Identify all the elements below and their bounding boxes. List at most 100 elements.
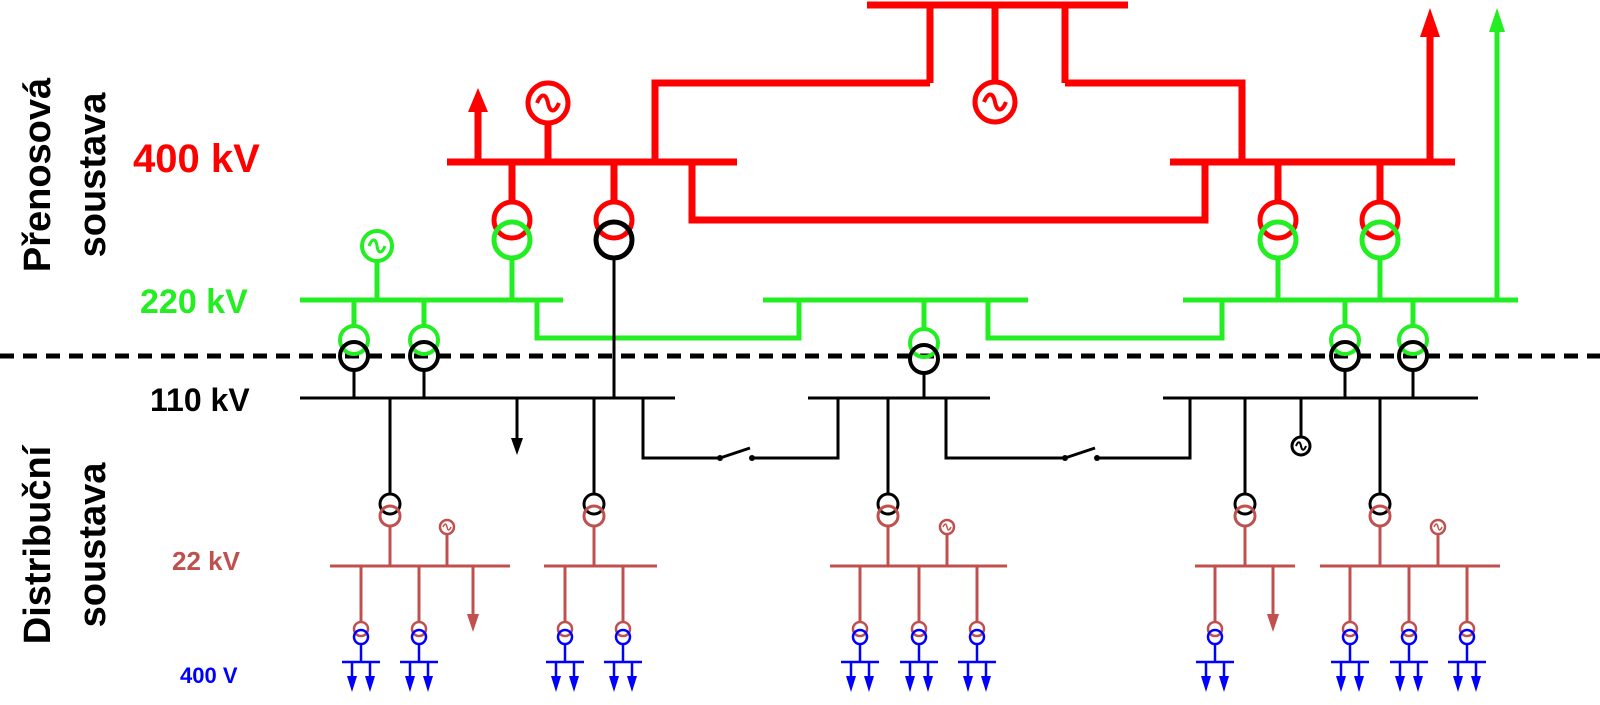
line-400kv-top-left (651, 79, 930, 162)
transformer-icon (338, 324, 370, 372)
transformer-icon (1257, 199, 1299, 261)
generator-icon (1290, 435, 1312, 457)
section-labels: Přenosová soustava Distribuční soustava (17, 77, 114, 644)
network-22kv (330, 526, 1500, 622)
label-220kv: 220 kV (140, 283, 248, 321)
load-arrow-icon (1219, 676, 1229, 692)
load-arrow-icon (347, 676, 357, 692)
transformer-icon (491, 199, 533, 261)
label-22kv: 22 kV (172, 546, 241, 576)
distribution-unit (546, 620, 584, 692)
load-arrow-icon (1201, 676, 1211, 692)
distribution-unit (342, 620, 380, 692)
transformer-icon (908, 327, 940, 375)
load-arrow-icon (551, 676, 561, 692)
transformer-icon (582, 492, 606, 528)
transmission-label-line2: soustava (72, 92, 114, 258)
transformer-icon (1206, 620, 1224, 646)
voltage-labels: 400 kV 220 kV 110 kV 22 kV 400 V (133, 137, 260, 688)
switch-contacts (717, 455, 1100, 461)
load-arrow-icon (1489, 8, 1505, 32)
generator-icon (525, 80, 571, 126)
transformer-icon (1397, 324, 1429, 372)
transformer-icon (851, 620, 869, 646)
distribution-unit (1448, 620, 1486, 692)
transformer-icon (408, 324, 440, 372)
load-arrow-icon (1420, 8, 1440, 37)
distribution-unit (1390, 620, 1428, 692)
distribution-unit (1331, 620, 1369, 692)
load-arrow-icon (511, 438, 523, 455)
transformer-icon (593, 199, 635, 261)
transformer-icon (1458, 620, 1476, 646)
load-arrow-icon (846, 676, 856, 692)
load-arrow-icon (467, 614, 479, 632)
load-arrow-icon (1471, 676, 1481, 692)
load-arrow-icon (963, 676, 973, 692)
distribution-unit (400, 620, 438, 692)
line-400kv-top-right (1065, 79, 1246, 162)
transmission-label-line1: Přenosová (17, 77, 59, 272)
network-400kv (447, 1, 1455, 224)
load-arrow-icon (1453, 676, 1463, 692)
network-220kv (300, 30, 1518, 341)
transformer-icon (910, 620, 928, 646)
distribution-label-line2: soustava (72, 462, 114, 628)
load-arrow-icon (468, 88, 488, 112)
distribution-unit (900, 620, 938, 692)
lv-units (342, 620, 1486, 692)
line-400kv-lower (688, 162, 1209, 224)
arrows-400kv (468, 8, 1440, 112)
transformer-icon (1359, 199, 1401, 261)
load-arrow-icon (627, 676, 637, 692)
generator-icon (438, 518, 456, 536)
transformer-icon (1368, 492, 1392, 528)
switch-icon (1064, 446, 1096, 460)
switch-icon (719, 446, 751, 460)
distribution-label-line1: Distribuční (17, 444, 59, 644)
generator-icon (938, 518, 956, 536)
load-arrow-icon (1354, 676, 1364, 692)
load-arrow-icon (1395, 676, 1405, 692)
load-arrow-icon (1413, 676, 1423, 692)
load-arrow-icon (923, 676, 933, 692)
load-arrow-icon (1267, 614, 1279, 632)
load-arrow-icon (1336, 676, 1346, 692)
load-arrow-icon (905, 676, 915, 692)
load-arrow-icon (609, 676, 619, 692)
generator-icon (360, 229, 394, 263)
tie-line-right (944, 398, 1065, 460)
label-400kv: 400 kV (133, 137, 260, 181)
load-arrow-icon (981, 676, 991, 692)
label-110kv: 110 kV (150, 382, 250, 418)
distribution-unit (841, 620, 879, 692)
load-arrow-icon (864, 676, 874, 692)
load-arrow-icon (405, 676, 415, 692)
network-110kv (300, 258, 1478, 494)
generator-icon (972, 79, 1018, 125)
transformer-icon (968, 620, 986, 646)
transformer-icon (1400, 620, 1418, 646)
transformer-icon (1341, 620, 1359, 646)
transformers-110-22 (378, 492, 1392, 528)
transformer-icon (614, 620, 632, 646)
transformer-icon (556, 620, 574, 646)
tie-line-left (641, 398, 720, 460)
transformer-icon (876, 492, 900, 528)
load-arrow-icon (423, 676, 433, 692)
arrows-22kv (467, 614, 1279, 632)
distribution-unit (604, 620, 642, 692)
line-220kv-right (985, 300, 1225, 341)
transformer-icon (1233, 492, 1257, 528)
load-arrow-icon (569, 676, 579, 692)
transformer-icon (378, 492, 402, 528)
distribution-unit (958, 620, 996, 692)
distribution-unit (1196, 620, 1234, 692)
line-220kv-left (534, 300, 802, 341)
transformer-icon (352, 620, 370, 646)
generator-icon (1429, 518, 1447, 536)
load-arrow-icon (365, 676, 375, 692)
transformers-220-110 (338, 324, 1429, 375)
transformer-icon (410, 620, 428, 646)
